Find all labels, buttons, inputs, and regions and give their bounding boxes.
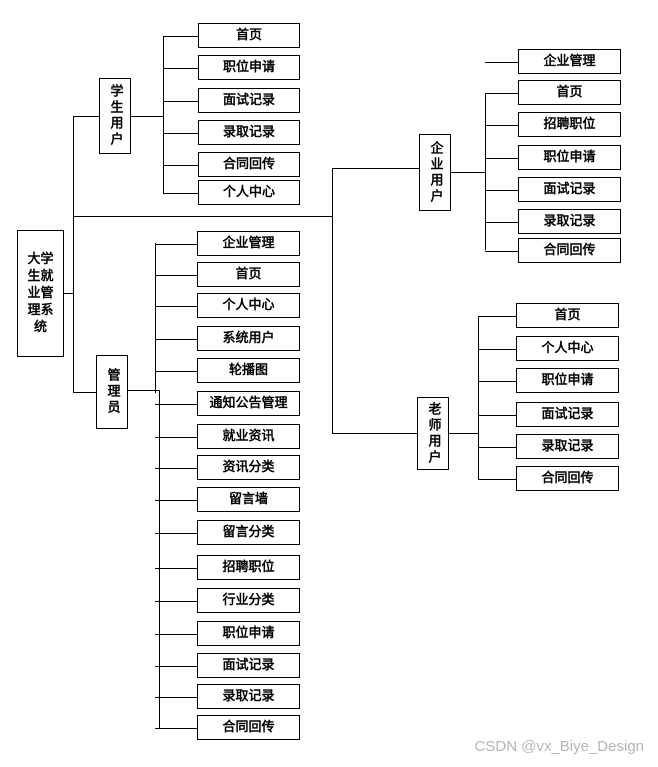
admin-item: 资讯分类 <box>197 455 300 480</box>
enterprise-item: 招聘职位 <box>518 112 621 137</box>
admin-item: 就业资讯 <box>197 424 300 449</box>
admin-item: 招聘职位 <box>197 555 300 580</box>
teacher-item: 首页 <box>516 303 619 328</box>
group-student: 学生用户 <box>99 78 131 154</box>
watermark-text: CSDN @vx_Biye_Design <box>474 738 644 755</box>
admin-item: 首页 <box>197 262 300 287</box>
admin-item: 通知公告管理 <box>197 391 300 416</box>
admin-item: 录取记录 <box>197 684 300 709</box>
teacher-item: 录取记录 <box>516 434 619 459</box>
student-item: 面试记录 <box>198 88 300 113</box>
enterprise-item: 职位申请 <box>518 145 621 170</box>
admin-item: 留言墙 <box>197 487 300 512</box>
admin-item: 留言分类 <box>197 520 300 545</box>
enterprise-item: 面试记录 <box>518 177 621 202</box>
teacher-item: 面试记录 <box>516 402 619 427</box>
teacher-item: 个人中心 <box>516 336 619 361</box>
teacher-item: 职位申请 <box>516 368 619 393</box>
enterprise-item: 首页 <box>518 80 621 105</box>
student-item: 录取记录 <box>198 120 300 145</box>
admin-item: 合同回传 <box>197 715 300 740</box>
enterprise-item: 合同回传 <box>518 238 621 263</box>
group-teacher: 老师用户 <box>417 397 449 470</box>
student-item: 个人中心 <box>198 180 300 205</box>
group-admin: 管理员 <box>96 355 128 429</box>
admin-item: 职位申请 <box>197 621 300 646</box>
admin-item: 轮播图 <box>197 358 300 383</box>
enterprise-item: 企业管理 <box>518 49 621 74</box>
group-enterprise: 企业用户 <box>419 134 451 211</box>
admin-item: 个人中心 <box>197 293 300 318</box>
admin-item: 面试记录 <box>197 653 300 678</box>
teacher-item: 合同回传 <box>516 466 619 491</box>
admin-item: 行业分类 <box>197 588 300 613</box>
admin-item: 企业管理 <box>197 231 300 256</box>
admin-item: 系统用户 <box>197 326 300 351</box>
student-item: 首页 <box>198 23 300 48</box>
student-item: 职位申请 <box>198 55 300 80</box>
enterprise-item: 录取记录 <box>518 209 621 234</box>
student-item: 合同回传 <box>198 152 300 177</box>
root-node: 大学生就业管理系统 <box>17 230 64 357</box>
